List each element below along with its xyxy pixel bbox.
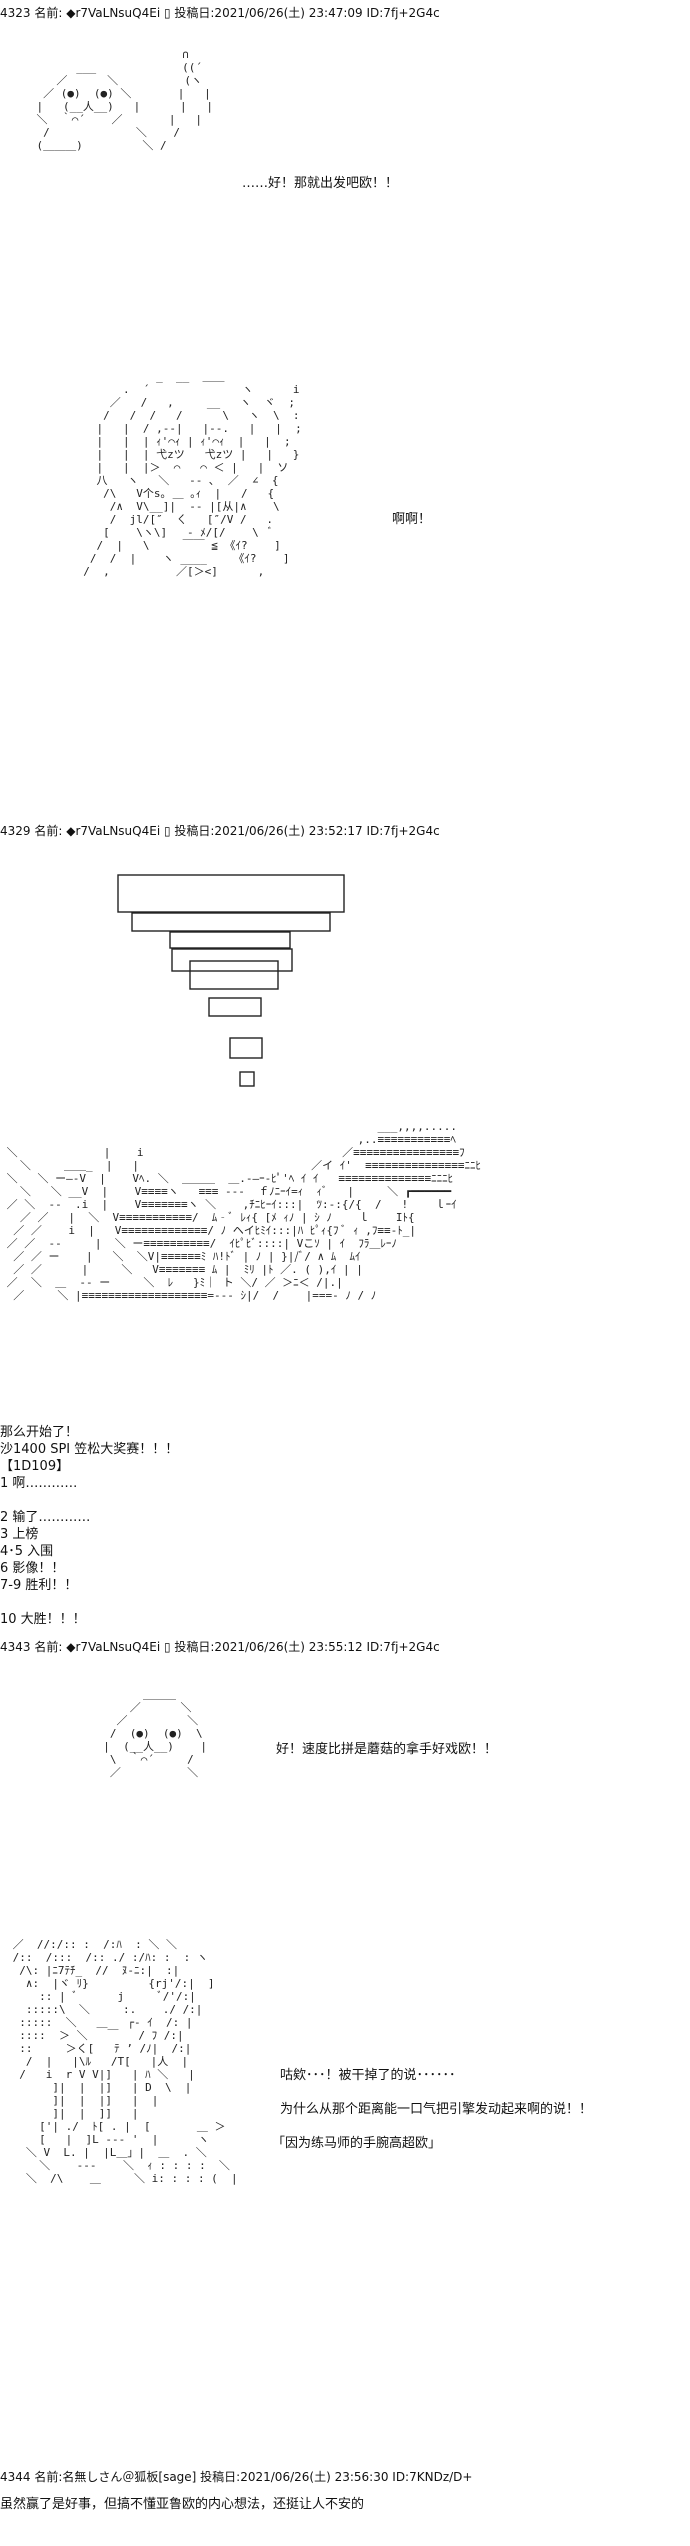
result-line: 沙1400 SPI 笠松大奖赛！！！ [0,1442,179,1457]
umamusume-loser-ascii-art: ／ //:/:: : /:ﾊ : ＼ ＼ /:: /::: /:: ./ :/ﾊ… [12,1938,238,2185]
result-line: 4･5 入围 [0,1544,54,1559]
dialogue-loser-1: 咕欸･･･！被干掉了的说･･････ [280,2068,456,2083]
dialogue-yaruo-depart: ……好！那就出发吧欧！！ [242,176,399,191]
comment-line: 虽然赢了是好事，但搞不懂亚鲁欧的内心想法，还挺让人不安的 [0,2497,365,2512]
dialogue-loser-3: 「因为练马师的手腕高超欧」 [272,2136,442,2151]
result-line: 10 大胜！！！ [0,1612,86,1627]
yaruo-smile-ascii-art: ＿＿＿ ／ ＼ ／ ＼ / (●) (●) \ | (__人__) | \ ｀⌒… [103,1688,207,1779]
post-header-4329: 4329 名前: ◆r7VaLNsuQ4Ei ▯ 投稿日:2021/06/26(… [0,824,440,838]
result-line: 7-9 胜利！！ [0,1578,78,1593]
result-line: 2 输了………… [0,1510,91,1525]
dialogue-loser-2: 为什么从那个距离能一口气把引擎发动起来啊的说！！ [280,2102,593,2117]
post-header-4344: 4344 名前:名無しさん＠狐板[sage] 投稿日:2021/06/26(土)… [0,2470,473,2484]
comment-body: 虽然赢了是好事，但搞不懂亚鲁欧的内心想法，还挺让人不安的 [0,2496,364,2513]
result-line: 【1D109】 [0,1459,70,1474]
post-header-4343: 4343 名前: ◆r7VaLNsuQ4Ei ▯ 投稿日:2021/06/26(… [0,1640,440,1654]
race-result-table: 那么开始了！ 沙1400 SPI 笠松大奖赛！！！ 【1D109】 1 啊………… [0,1424,178,1628]
dialogue-yaruo-speed: 好！速度比拼是蘑菇的拿手好戏欧！！ [276,1742,498,1757]
result-line [0,1492,178,1509]
yaruo-ascii-art: ∩ ___ ((´ ／ ＼ (ヽ ／ (●) (●) ＼ | | | (__人_… [36,48,214,152]
result-line: 那么开始了！ [0,1425,79,1440]
post-header-4323: 4323 名前: ◆r7VaLNsuQ4Ei ▯ 投稿日:2021/06/26(… [0,6,440,20]
result-line: 3 上榜 [0,1527,39,1542]
result-line: 1 啊………… [0,1476,78,1491]
race-start-ascii-art: ___,,,,..... ,..≡≡≡≡≡≡≡≡≡≡≡ﾍ ＼ | i ／≡≡≡≡… [6,1120,481,1302]
result-line [0,1594,178,1611]
dialogue-girl-aa: 啊啊！ [392,512,432,527]
umamusume-girl-ascii-art: _ __ ＿＿ . ´ ヽ i ／ / , __ ヽ ヾ ; / / / / \… [83,370,302,578]
result-line: 6 影像！！ [0,1561,65,1576]
